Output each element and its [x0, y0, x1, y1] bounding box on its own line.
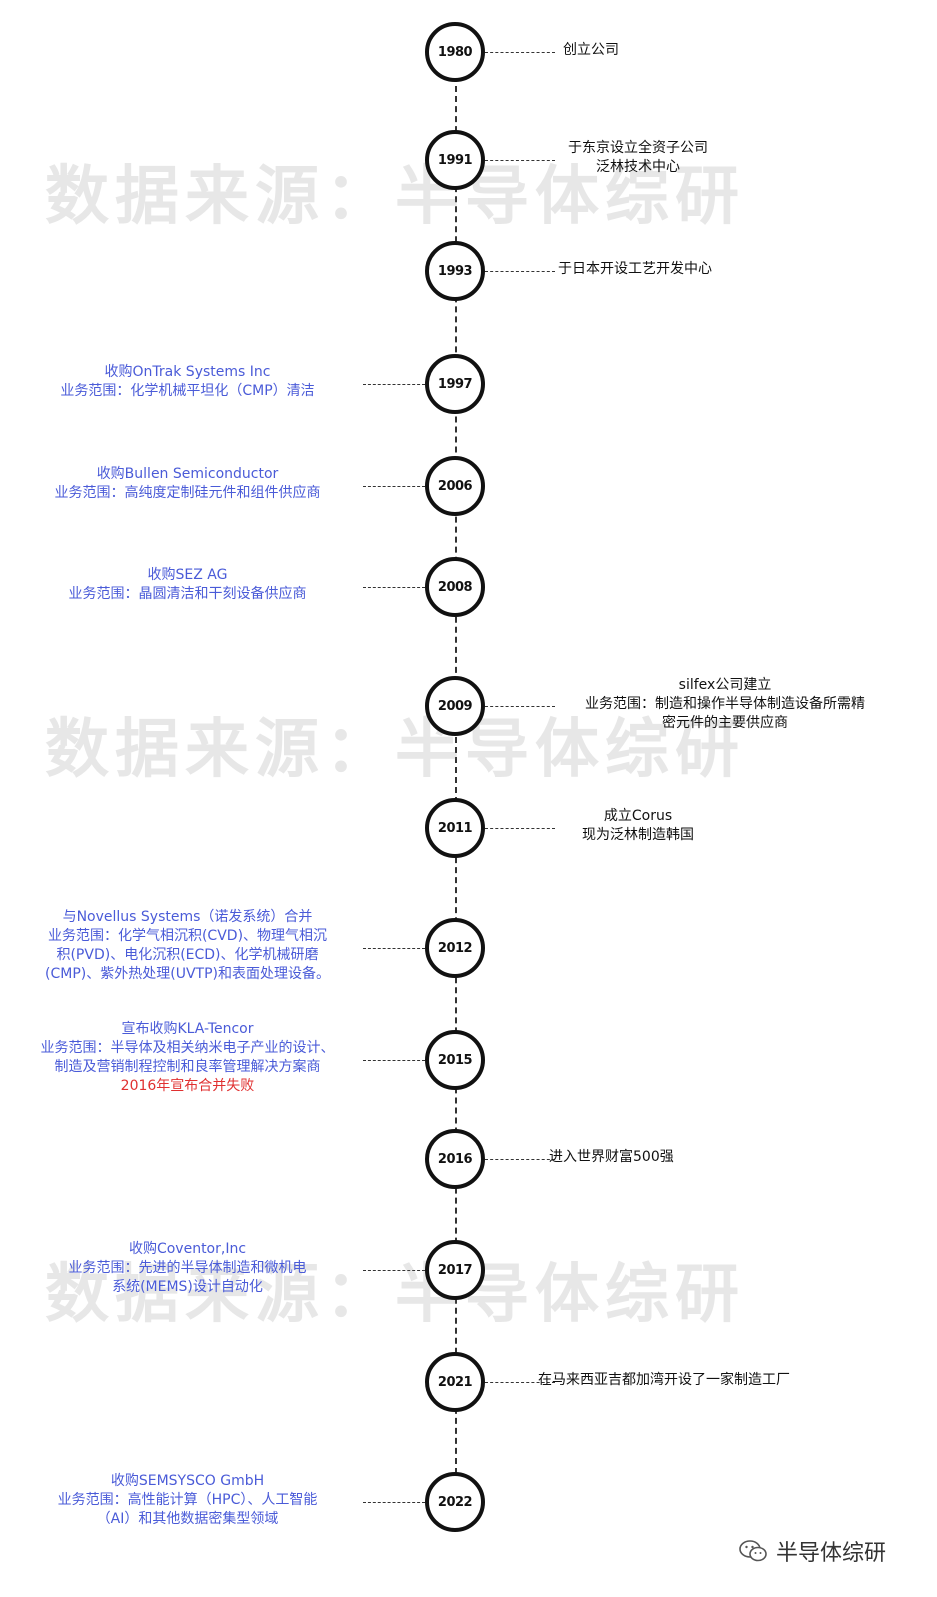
event-line: 2016年宣布合并失败 [120, 1078, 255, 1094]
event-text-2009: silfex公司建立业务范围：制造和操作半导体制造设备所需精密元件的主要供应商 [560, 676, 890, 733]
connector-line [485, 52, 555, 53]
connector-line [485, 828, 555, 829]
event-text-2012: 与Novellus Systems（诺发系统）合并业务范围：化学气相沉积(CVD… [15, 908, 360, 984]
event-line: 业务范围：高性能计算（HPC）、人工智能 [57, 1491, 318, 1508]
connector-line [485, 160, 555, 161]
event-line: 收购Coventor,Inc [128, 1240, 247, 1257]
event-line: 密元件的主要供应商 [662, 714, 788, 731]
year-node-1993: 1993 [425, 241, 485, 301]
event-line: 与Novellus Systems（诺发系统）合并 [62, 909, 313, 925]
year-node-2006: 2006 [425, 456, 485, 516]
event-line: 业务范围：高纯度定制硅元件和组件供应商 [54, 485, 321, 501]
connector-line [363, 1502, 425, 1503]
event-text-1991: 于东京设立全资子公司泛林技术中心 [545, 139, 731, 177]
year-node-2012: 2012 [425, 918, 485, 978]
event-line: 于日本开设工艺开发中心 [558, 260, 712, 277]
event-line: 收购OnTrak Systems Inc [104, 364, 271, 380]
event-text-2016: 进入世界财富500强 [549, 1148, 929, 1167]
event-line: 积(PVD)、电化沉积(ECD)、化学机械研磨 [56, 947, 319, 963]
year-node-1997: 1997 [425, 354, 485, 414]
event-text-2017: 收购Coventor,Inc 业务范围：先进的半导体制造和微机电系统(MEMS)设… [15, 1240, 360, 1297]
event-line: （AI）和其他数据密集型领域 [96, 1510, 279, 1527]
event-line: 业务范围：先进的半导体制造和微机电 [68, 1259, 307, 1276]
event-line: 系统(MEMS)设计自动化 [112, 1278, 263, 1295]
event-text-2006: 收购Bullen Semiconductor 业务范围：高纯度定制硅元件和组件供应… [15, 465, 360, 503]
event-line: 于东京设立全资子公司 [568, 140, 708, 156]
year-node-2022: 2022 [425, 1472, 485, 1532]
year-node-2009: 2009 [425, 676, 485, 736]
event-line: 收购Bullen Semiconductor [96, 466, 279, 482]
event-text-2011: 成立Corus 现为泛林制造韩国 [545, 807, 731, 845]
wechat-icon [739, 1540, 767, 1562]
event-line: 创立公司 [563, 41, 619, 58]
event-text-2022: 收购SEMSYSCO GmbH 业务范围：高性能计算（HPC）、人工智能 （AI）和… [15, 1472, 360, 1529]
event-line: 业务范围：化学机械平坦化（CMP）清洁 [60, 383, 315, 399]
connector-line [363, 948, 425, 949]
event-text-2015: 宣布收购KLA-Tencor 业务范围：半导体及相关纳米电子产业的设计、制造及营销… [15, 1020, 360, 1096]
year-node-2015: 2015 [425, 1030, 485, 1090]
year-node-1991: 1991 [425, 130, 485, 190]
event-line: 泛林技术中心 [596, 159, 680, 175]
event-line: 制造及营销制程控制和良率管理解决方案商 [54, 1059, 321, 1075]
event-text-2008: 收购SEZ AG 业务范围：晶圆清洁和干刻设备供应商 [15, 566, 360, 604]
connector-line [485, 1382, 555, 1383]
connector-line [363, 1270, 425, 1271]
year-node-2016: 2016 [425, 1129, 485, 1189]
event-line: 成立Corus [603, 808, 673, 824]
year-node-2021: 2021 [425, 1352, 485, 1412]
brand-name: 半导体综研 [776, 1541, 887, 1566]
event-line: 在马来西亚吉都加湾开设了一家制造工厂 [538, 1371, 790, 1388]
connector-line [363, 1060, 425, 1061]
connector-line [485, 271, 555, 272]
event-line: 宣布收购KLA-Tencor [121, 1021, 254, 1037]
year-node-1980: 1980 [425, 22, 485, 82]
connector-line [363, 384, 425, 385]
event-line: 现为泛林制造韩国 [582, 827, 694, 843]
event-text-1980: 创立公司 [563, 41, 937, 60]
connector-line [363, 486, 425, 487]
connector-line [363, 587, 425, 588]
event-line: (CMP)、紫外热处理(UVTP)和表面处理设备。 [45, 966, 330, 982]
year-node-2008: 2008 [425, 557, 485, 617]
event-line: 进入世界财富500强 [549, 1148, 674, 1165]
timeline-spine [455, 56, 457, 1504]
event-line: 收购SEZ AG [147, 567, 228, 583]
connector-line [485, 706, 555, 707]
event-line: 业务范围：制造和操作半导体制造设备所需精 [585, 695, 865, 712]
event-line: 业务范围：晶圆清洁和干刻设备供应商 [68, 586, 307, 602]
year-node-2017: 2017 [425, 1240, 485, 1300]
event-line: 收购SEMSYSCO GmbH [110, 1472, 265, 1489]
event-line: 业务范围：半导体及相关纳米电子产业的设计、 [40, 1040, 335, 1056]
event-text-1997: 收购OnTrak Systems Inc 业务范围：化学机械平坦化（CMP）清洁 [15, 363, 360, 401]
event-text-1993: 于日本开设工艺开发中心 [558, 260, 937, 279]
year-node-2011: 2011 [425, 798, 485, 858]
event-line: silfex公司建立 [678, 676, 772, 693]
event-line: 业务范围：化学气相沉积(CVD)、物理气相沉 [47, 928, 328, 944]
brand: 半导体综研 [738, 1535, 886, 1567]
event-text-2021: 在马来西亚吉都加湾开设了一家制造工厂 [538, 1371, 918, 1390]
connector-line [485, 1159, 555, 1160]
